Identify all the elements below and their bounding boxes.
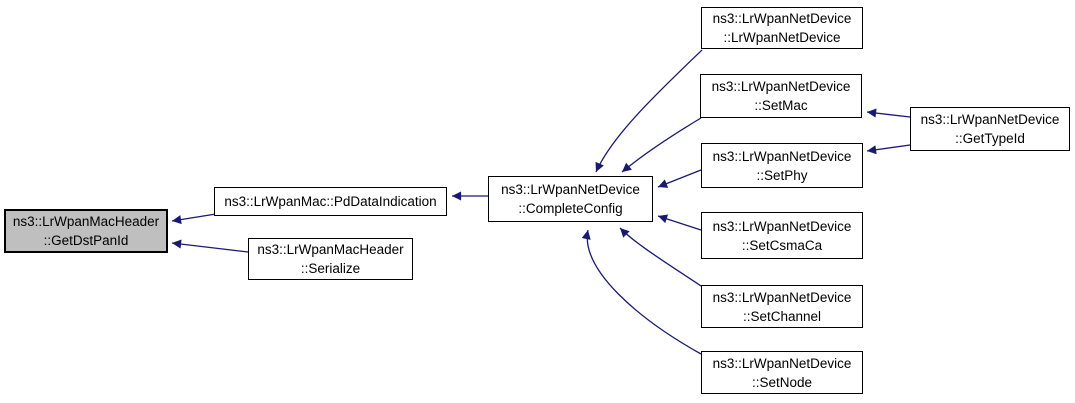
node-label: ns3::LrWpanMacHeader [12, 214, 160, 229]
node-label: ::SetNode [751, 374, 813, 390]
node-label: ns3::LrWpanNetDevice [712, 289, 852, 305]
node-label: ::GetDstPanId [43, 233, 129, 248]
node-label: ::SetPhy [756, 167, 808, 183]
edge-setchannel-to-completeconfig [619, 227, 702, 287]
edge-pddataindication-to-getdstpanid [171, 213, 217, 225]
node-lrwpannetdevice-constructor[interactable]: ns3::LrWpanNetDevice ::LrWpanNetDevice [701, 7, 863, 49]
node-label: ::SetChannel [742, 308, 822, 324]
node-get-type-id[interactable]: ns3::LrWpanNetDevice ::GetTypeId [910, 107, 1070, 151]
node-label: ns3::LrWpanNetDevice [711, 79, 851, 94]
node-label: ::SetMac [754, 98, 808, 113]
edge-setphy-to-completeconfig [657, 169, 702, 188]
node-label: ns3::LrWpanNetDevice [712, 218, 852, 234]
node-label: ns3::LrWpanMac::PdDataIndication [224, 194, 437, 209]
node-label: ns3::LrWpanNetDevice [501, 182, 640, 197]
node-set-mac[interactable]: ns3::LrWpanNetDevice ::SetMac [700, 74, 862, 118]
edge-setcsmaca-to-completeconfig [657, 214, 702, 231]
node-serialize[interactable]: ns3::LrWpanMacHeader ::Serialize [248, 238, 413, 280]
node-set-csma-ca[interactable]: ns3::LrWpanNetDevice ::SetCsmaCa [701, 212, 863, 259]
edge-setmac-to-completeconfig [621, 117, 702, 173]
node-set-phy[interactable]: ns3::LrWpanNetDevice ::SetPhy [701, 143, 863, 188]
node-label: ns3::LrWpanMacHeader [257, 242, 404, 257]
node-label: ns3::LrWpanNetDevice [712, 11, 852, 26]
node-label: ::LrWpanNetDevice [723, 30, 841, 45]
node-pd-data-indication[interactable]: ns3::LrWpanMac::PdDataIndication [214, 187, 447, 216]
node-label: ::CompleteConfig [518, 201, 623, 216]
node-complete-config[interactable]: ns3::LrWpanNetDevice ::CompleteConfig [488, 176, 653, 222]
node-set-node[interactable]: ns3::LrWpanNetDevice ::SetNode [701, 351, 863, 394]
edge-gettypeid-to-setphy [866, 144, 911, 155]
edge-setnode-to-completeconfig [581, 229, 702, 355]
node-label: ns3::LrWpanNetDevice [920, 112, 1060, 127]
node-label: ::SetCsmaCa [741, 237, 823, 253]
node-label: ::Serialize [300, 261, 361, 276]
node-label: ns3::LrWpanNetDevice [712, 148, 852, 164]
node-label: ns3::LrWpanNetDevice [712, 355, 852, 371]
node-get-dst-pan-id: ns3::LrWpanMacHeader ::GetDstPanId [4, 209, 168, 253]
node-set-channel[interactable]: ns3::LrWpanNetDevice ::SetChannel [701, 285, 863, 328]
edge-constructor-to-completeconfig [595, 49, 703, 173]
edge-serialize-to-getdstpanid [171, 239, 249, 253]
node-label: ::GetTypeId [955, 131, 1025, 146]
edge-gettypeid-to-setmac [866, 108, 911, 118]
